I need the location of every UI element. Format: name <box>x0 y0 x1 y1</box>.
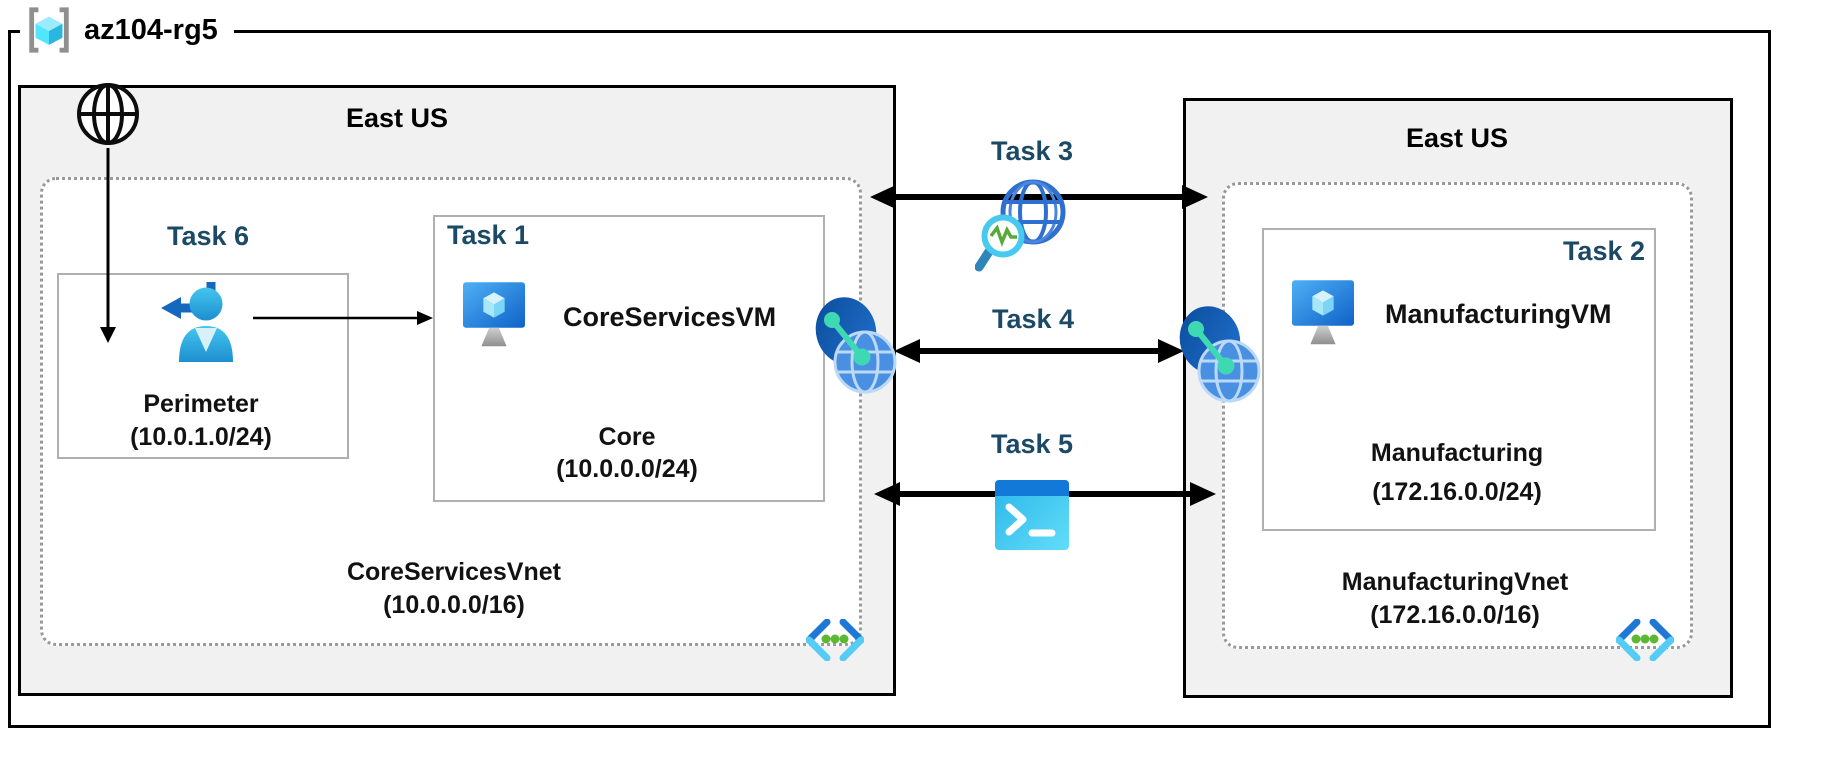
task2-label: Task 2 <box>1562 236 1645 266</box>
resource-group-name: az104-rg5 <box>84 13 218 46</box>
task6-label: Task 6 <box>166 221 250 251</box>
subnet-perimeter-name: Perimeter <box>143 390 259 418</box>
vnet-coreservices-cidr: (10.0.0.0/16) <box>383 591 525 619</box>
user-entry-icon <box>149 276 241 364</box>
virtual-machine-icon-core <box>463 282 525 360</box>
virtual-network-icon-left <box>805 618 865 662</box>
vnet-peering-icon-left <box>810 293 898 399</box>
vm-name-coreservices: CoreServicesVM <box>563 302 777 332</box>
region-title-right: East US <box>1405 123 1509 153</box>
network-watcher-icon <box>974 172 1075 277</box>
subnet-box-manufacturing <box>1262 228 1656 531</box>
task1-label: Task 1 <box>447 220 530 250</box>
virtual-network-icon-right <box>1615 618 1675 662</box>
subnet-perimeter-cidr: (10.0.1.0/24) <box>130 423 272 451</box>
region-title-left: East US <box>345 103 449 133</box>
virtual-machine-icon-manufacturing <box>1292 280 1354 358</box>
task4-label: Task 4 <box>991 304 1075 334</box>
subnet-manufacturing-cidr: (172.16.0.0/24) <box>1372 478 1542 506</box>
resource-group-label: az104-rg5 <box>20 2 234 58</box>
resource-group-outline <box>8 30 1771 728</box>
subnet-core-name: Core <box>598 423 656 451</box>
cloud-shell-icon <box>995 480 1069 550</box>
subnet-box-core <box>433 215 825 502</box>
task3-label: Task 3 <box>990 136 1074 166</box>
vm-name-manufacturing: ManufacturingVM <box>1385 299 1612 329</box>
internet-icon <box>75 81 141 147</box>
subnet-core-cidr: (10.0.0.0/24) <box>556 455 698 483</box>
subnet-manufacturing-name: Manufacturing <box>1370 439 1544 467</box>
vnet-peering-icon-right <box>1174 302 1262 408</box>
resource-group-icon <box>24 5 74 55</box>
vnet-manufacturing-cidr: (172.16.0.0/16) <box>1370 601 1540 629</box>
vnet-coreservices-name: CoreServicesVnet <box>346 558 561 586</box>
vnet-manufacturing-name: ManufacturingVnet <box>1341 568 1569 596</box>
task5-label: Task 5 <box>990 429 1074 459</box>
